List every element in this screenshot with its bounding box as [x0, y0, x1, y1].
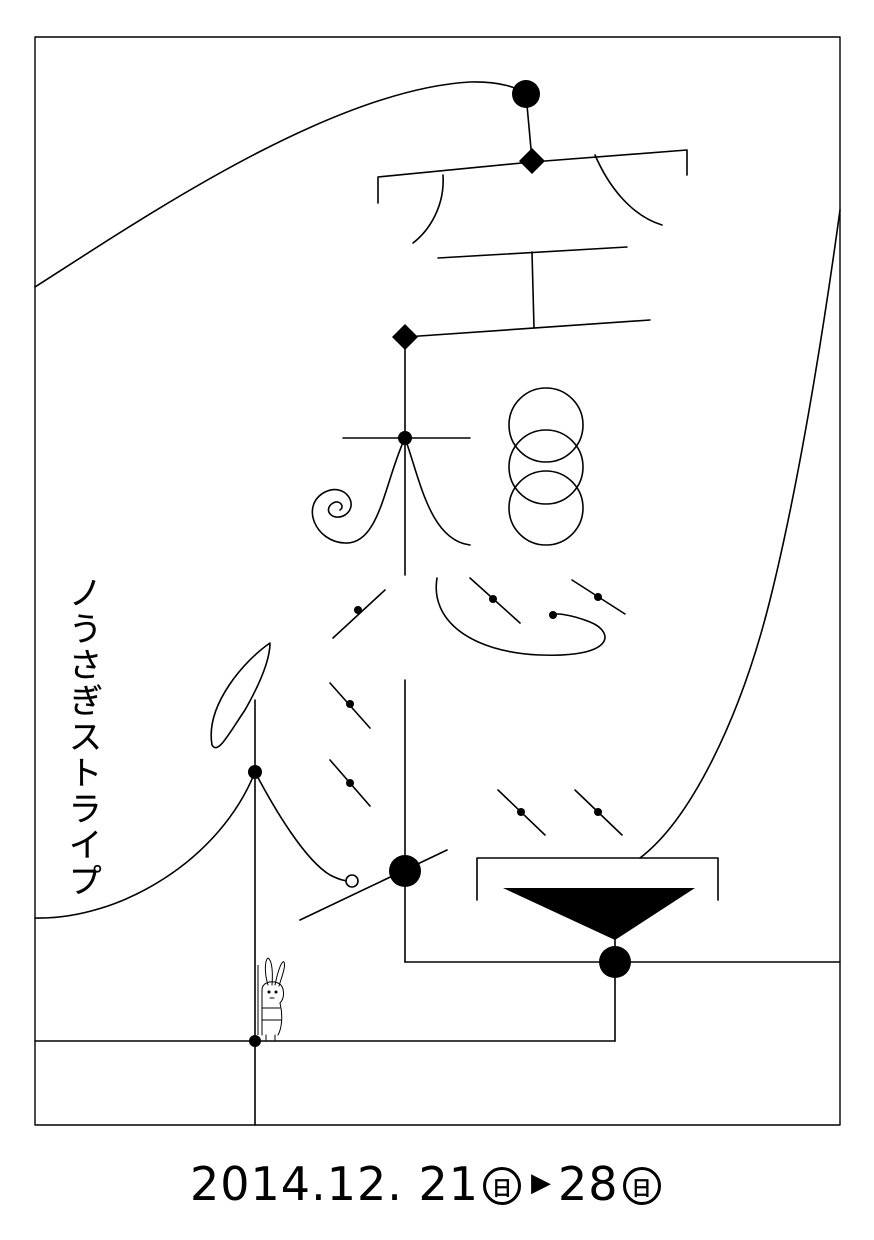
dot-stroke-left [354, 606, 362, 614]
dot-heart-center [489, 595, 497, 603]
left-branch-dot [248, 765, 262, 779]
rabbit-illustration [261, 957, 285, 1041]
heart-curve [435, 577, 606, 656]
top-dot [512, 80, 540, 108]
funnel-bracket [476, 857, 719, 901]
dot-diag-4 [594, 808, 602, 816]
lower-diagonal [299, 849, 448, 921]
diamond-left [392, 324, 418, 350]
diamond-top [519, 148, 545, 174]
left-right-branch [254, 771, 351, 882]
end-day-badge: 日 [622, 1167, 661, 1205]
start-date: 2014.12. 21 [190, 1157, 479, 1211]
date-arrow-icon: ▶ [531, 1168, 552, 1198]
end-date: 28 [558, 1157, 619, 1211]
circle-bottom [508, 470, 584, 546]
funnel-dot [599, 946, 631, 978]
kanji-kara-right-curve [594, 154, 663, 226]
date-line: 2014.12. 21 日 ▶ 28 日 [190, 1154, 667, 1214]
circle-middle [508, 429, 584, 505]
start-day-badge: 日 [483, 1167, 521, 1205]
vertical-title: ノうさぎストライプ [62, 575, 102, 899]
top-curve [34, 81, 527, 288]
tree-left-branch [311, 437, 406, 544]
tree-right-branch [404, 437, 471, 546]
kanji-kara-vertical [531, 251, 535, 329]
dot-diag-1 [346, 700, 354, 708]
circle-top [508, 387, 584, 463]
dot-diag-2 [346, 779, 354, 787]
kanji-kara-left-curve [412, 174, 444, 244]
dot-diag-3 [517, 808, 525, 816]
left-lower-curve [34, 771, 256, 919]
right-long-curve [639, 209, 841, 859]
heart-stroke-left [332, 589, 386, 639]
dot-heart-right [594, 593, 602, 601]
poster-frame [34, 36, 841, 1126]
tree-dot [398, 431, 412, 445]
center-large-dot [389, 855, 421, 887]
open-circle [345, 874, 359, 888]
funnel-triangle [503, 888, 695, 940]
kanji-kara-bottom-bar [404, 319, 651, 338]
leaf-shape [210, 642, 271, 749]
dot-heart-tail [549, 611, 557, 619]
bottom-left-dot [249, 1035, 261, 1047]
